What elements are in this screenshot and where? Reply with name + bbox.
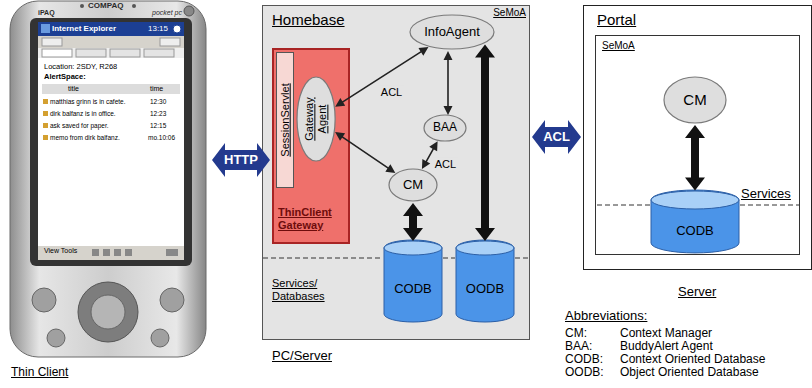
agent-label: Gateway Agent bbox=[303, 94, 328, 144]
database-label: CODB bbox=[394, 282, 432, 297]
database-cylinder: CODB bbox=[383, 240, 443, 322]
connector-arrow bbox=[335, 132, 395, 173]
table-cell: dirk balfanz is in office. bbox=[50, 110, 116, 117]
box-caption: Server bbox=[678, 285, 716, 300]
agent-label: InfoAgent bbox=[424, 25, 480, 40]
abbreviation-meaning: BuddyAlert Agent bbox=[620, 340, 713, 354]
layer-name: Services/ Databases bbox=[272, 277, 336, 302]
table-cell: matthias grinn is in cafete. bbox=[50, 98, 126, 105]
thin-client-device: Thin Client bbox=[5, 0, 210, 360]
screen-title: Internet Explorer bbox=[52, 24, 116, 33]
brand-name: pocket pc bbox=[152, 9, 182, 17]
agent-label: CM bbox=[683, 91, 706, 108]
box-label: SessionServlet bbox=[279, 83, 292, 156]
brand-name: COMPAQ bbox=[88, 1, 123, 10]
agent-ellipse: CM bbox=[663, 76, 727, 124]
agent-label: CM bbox=[403, 178, 423, 193]
abbreviation-term: OODB: bbox=[565, 366, 604, 380]
screen-text: AlertSpace: bbox=[44, 73, 86, 82]
platform-name: SeMoA bbox=[602, 40, 635, 52]
table-header: title bbox=[68, 85, 79, 93]
connector-arrow bbox=[475, 45, 495, 241]
abbreviation-meaning: Context Manager bbox=[620, 327, 712, 341]
connector-arrow bbox=[685, 125, 705, 191]
layer-name: Services bbox=[741, 187, 791, 202]
table-cell: 12:15 bbox=[150, 122, 166, 129]
abbreviation-meaning: Object Oriented Database bbox=[620, 366, 759, 380]
agent-ellipse: Gateway Agent bbox=[296, 76, 336, 162]
database-label: OODB bbox=[466, 282, 504, 297]
abbreviation-term: BAA: bbox=[565, 340, 592, 354]
connector-arrow bbox=[444, 51, 453, 115]
screen-clock: 13:15 bbox=[148, 24, 168, 33]
table-cell: mo.10:06 bbox=[148, 134, 175, 141]
cylinder-outline bbox=[650, 190, 740, 253]
protocol-arrow bbox=[532, 120, 581, 154]
box-heading: Homebase bbox=[272, 11, 345, 28]
abbreviation-heading: Abbreviations: bbox=[565, 309, 647, 324]
platform-name: SeMoA bbox=[493, 7, 526, 19]
database-cylinder: CODB bbox=[650, 190, 740, 253]
agent-ellipse: InfoAgent bbox=[409, 14, 495, 50]
abbreviation-term: CM: bbox=[565, 327, 587, 341]
screen-text: Location: 2SDY, R268 bbox=[44, 63, 117, 72]
agent-ellipse: CM bbox=[388, 168, 438, 202]
protocol-arrow bbox=[212, 143, 270, 177]
connector-label: HTTP bbox=[222, 153, 260, 168]
box-heading: Portal bbox=[597, 11, 636, 28]
abbreviation-meaning: Context Oriented Database bbox=[620, 353, 765, 367]
agent-ellipse: BAA bbox=[423, 114, 467, 142]
connector-arrow bbox=[335, 47, 428, 107]
table-cell: 12:23 bbox=[150, 110, 166, 117]
abbreviation-term: CODB: bbox=[565, 353, 603, 367]
table-header: time bbox=[150, 85, 163, 93]
table-cell: 12:30 bbox=[150, 98, 166, 105]
box-label: ThinClient Gateway bbox=[278, 206, 344, 231]
table-cell: memo from dirk balfanz. bbox=[50, 134, 120, 141]
agent-label: BAA bbox=[433, 121, 457, 135]
screen-menu: View Tools bbox=[44, 247, 77, 255]
brand-name: iPAQ bbox=[38, 9, 55, 17]
servlet-box: SessionServlet bbox=[276, 52, 295, 188]
table-cell: ask saved for paper. bbox=[50, 122, 109, 129]
device-caption: Thin Client bbox=[11, 366, 68, 380]
database-cylinder: OODB bbox=[455, 240, 515, 322]
connector-label: ACL bbox=[433, 158, 458, 171]
connector-arrow bbox=[403, 203, 423, 241]
connector-label: ACL bbox=[379, 86, 404, 99]
connector-label: ACL bbox=[541, 130, 572, 145]
box-caption: PC/Server bbox=[272, 349, 332, 364]
gateway-box: ThinClient Gateway SessionServlet Gateway … bbox=[272, 48, 350, 244]
database-label: CODB bbox=[676, 224, 714, 239]
